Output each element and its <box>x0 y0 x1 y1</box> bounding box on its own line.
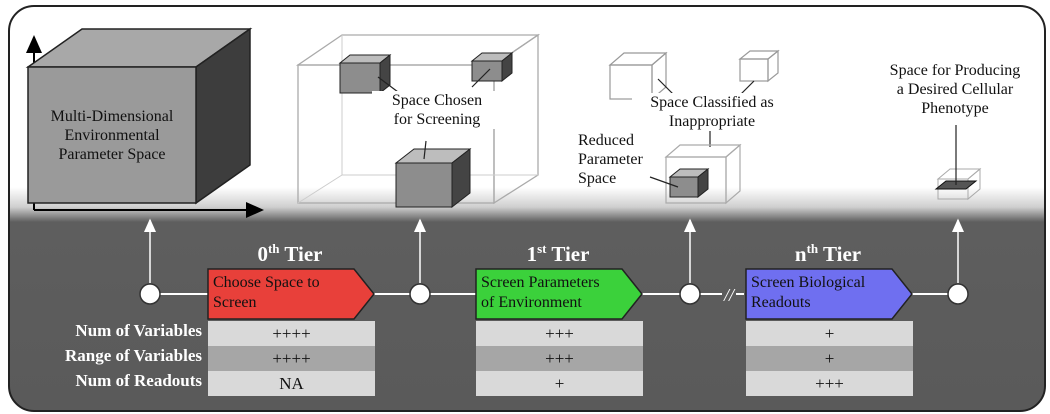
parameter-space-cube <box>25 27 253 205</box>
milestone-1 <box>139 283 161 305</box>
phenotype-cube <box>934 125 982 201</box>
tier-0-banner <box>207 268 375 320</box>
milestone-2 <box>409 283 431 305</box>
row-label-range-variables: Range of Variables <box>65 346 202 365</box>
tier-n-range-variables: + <box>746 346 913 371</box>
tier-0-num-readouts: NA <box>208 371 375 396</box>
timeline-break: // <box>723 285 736 305</box>
chosen-cube-1 <box>338 53 392 95</box>
tier-0-num-variables: ++++ <box>208 321 375 346</box>
reduced-cube <box>649 167 710 199</box>
tier-n-banner <box>745 268 913 320</box>
tier-1-title: 1st Tier <box>526 241 590 266</box>
milestone-4 <box>947 283 969 305</box>
inappropriate-cube-2 <box>738 49 780 83</box>
tier-n-num-variables: + <box>746 321 913 346</box>
row-label-num-readouts: Num of Readouts <box>75 371 202 390</box>
tier-0-range-variables: ++++ <box>208 346 375 371</box>
chosen-cube-3 <box>394 147 472 209</box>
milestones <box>139 283 969 305</box>
tier-n-num-readouts: +++ <box>746 371 913 396</box>
tier-0-title: 0th Tier <box>257 241 323 266</box>
chosen-cube-2 <box>470 51 514 83</box>
tier-1-num-readouts: + <box>476 371 643 396</box>
milestone-3 <box>679 283 701 305</box>
tier-1-banner <box>475 268 643 320</box>
up-arrows <box>144 218 964 283</box>
reduced-space-box <box>664 143 742 205</box>
tier-1-range-variables: +++ <box>476 346 643 371</box>
tier-1-num-variables: +++ <box>476 321 643 346</box>
row-label-num-variables: Num of Variables <box>75 321 202 340</box>
diagram-canvas: // <box>25 27 982 320</box>
tier-n-title: nth Tier <box>794 241 862 266</box>
